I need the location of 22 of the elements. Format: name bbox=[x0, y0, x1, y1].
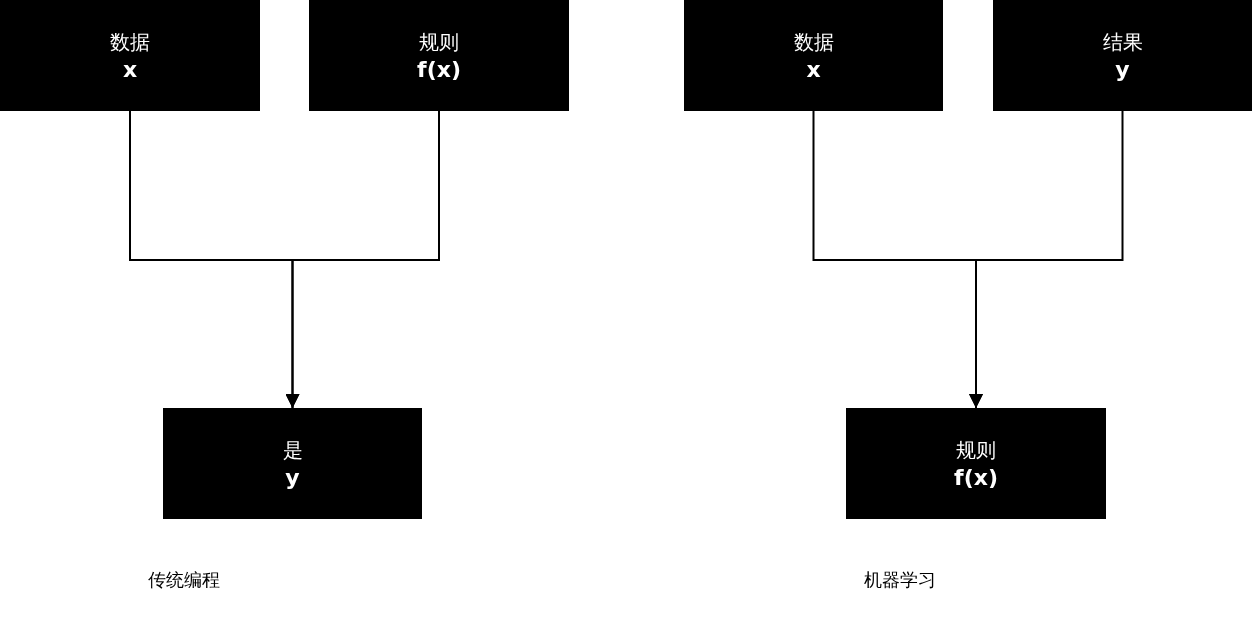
formula-text: f(x) bbox=[417, 55, 461, 84]
connector-arrow bbox=[969, 110, 1124, 409]
connector-arrow bbox=[285, 110, 440, 409]
formula-text: x bbox=[806, 55, 821, 84]
node-title: 是 bbox=[282, 436, 303, 464]
node-title: 规则 bbox=[956, 436, 996, 464]
node-title: 规则 bbox=[419, 28, 459, 56]
formula-text: y bbox=[285, 463, 300, 492]
process-box bbox=[0, 0, 260, 111]
process-box bbox=[684, 0, 943, 111]
node-title: 数据 bbox=[110, 28, 150, 56]
process-box bbox=[163, 408, 422, 519]
process-box bbox=[309, 0, 569, 111]
process-box bbox=[993, 0, 1252, 111]
formula-text: x bbox=[122, 55, 138, 84]
formula-text: f(x) bbox=[954, 463, 998, 492]
node-title: 数据 bbox=[793, 28, 834, 56]
process-box bbox=[846, 408, 1106, 519]
formula-text: y bbox=[1115, 55, 1130, 84]
node-title: 结果 bbox=[1102, 28, 1143, 56]
caption-label: 传统编程 bbox=[148, 568, 220, 592]
caption-label: 机器学习 bbox=[864, 568, 936, 592]
